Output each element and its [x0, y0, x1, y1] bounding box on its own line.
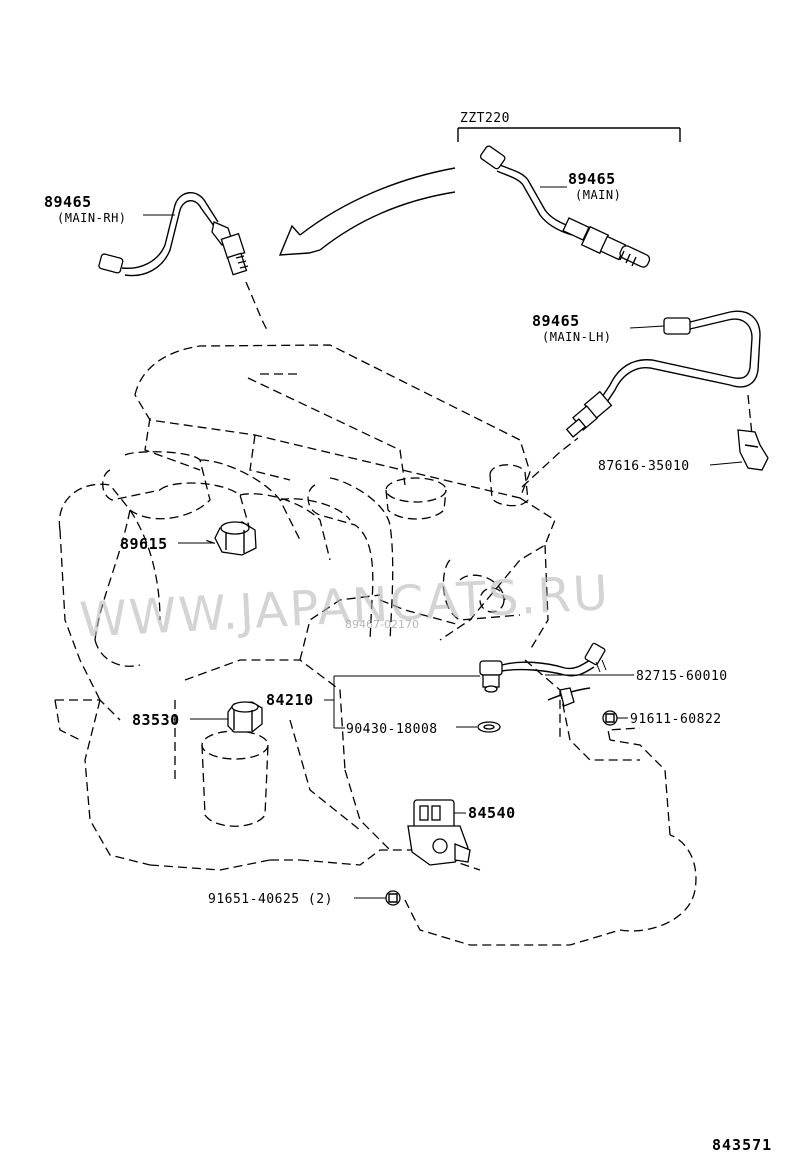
variant-label: ZZT220 — [460, 111, 510, 126]
o2-sensor-main-lh: 89465 (MAIN-LH) — [532, 310, 761, 438]
o2-main-qualifier: (MAIN) — [575, 188, 621, 202]
clip-number: 87616-35010 — [598, 459, 690, 474]
wire-harness-number: 82715-60010 — [636, 669, 728, 684]
gasket: 90430-18008 — [346, 721, 501, 737]
gasket-number: 90430-18008 — [346, 722, 438, 737]
neutral-switch: 84540 — [407, 799, 516, 866]
bolt-qty-number: 91651-40625 (2) — [208, 892, 333, 907]
watermark: WWW.JAPANCATS.RU 89467-02170 — [78, 565, 611, 649]
bolt-qty: 91651-40625 (2) — [208, 890, 401, 907]
bolt: 91611-60822 — [602, 710, 722, 727]
knock-sensor: 89615 — [120, 521, 257, 556]
o2-main-rh-number: 89465 — [44, 193, 92, 211]
sensor-assy-number: 84210 — [266, 691, 314, 709]
o2-main-lh-qualifier: (MAIN-LH) — [542, 330, 612, 344]
diagram-ref: 843571 — [712, 1136, 772, 1154]
o2-main-number: 89465 — [568, 170, 616, 188]
wire-harness: 82715-60010 — [545, 669, 728, 684]
o2-main-rh-qualifier: (MAIN-RH) — [57, 211, 127, 225]
clip-part: 87616-35010 — [598, 429, 769, 474]
o2-sensor-main-rh: 89465 (MAIN-RH) — [44, 192, 249, 277]
engine-outline — [54, 344, 697, 946]
oil-pressure-switch: 83530 — [132, 701, 263, 733]
bolt-number: 91611-60822 — [630, 712, 722, 727]
oil-pressure-switch-number: 83530 — [132, 711, 180, 729]
watermark-small: 89467-02170 — [345, 618, 419, 631]
o2-main-lh-number: 89465 — [532, 312, 580, 330]
o2-sensor-main: 89465 (MAIN) — [479, 145, 651, 268]
neutral-switch-number: 84540 — [468, 804, 516, 822]
watermark-main: WWW.JAPANCATS.RU — [78, 565, 611, 649]
applies-to-arrow — [278, 167, 456, 256]
knock-sensor-number: 89615 — [120, 535, 168, 553]
variant-bracket: ZZT220 — [457, 111, 681, 142]
sensor-assy: 84210 — [266, 642, 607, 729]
